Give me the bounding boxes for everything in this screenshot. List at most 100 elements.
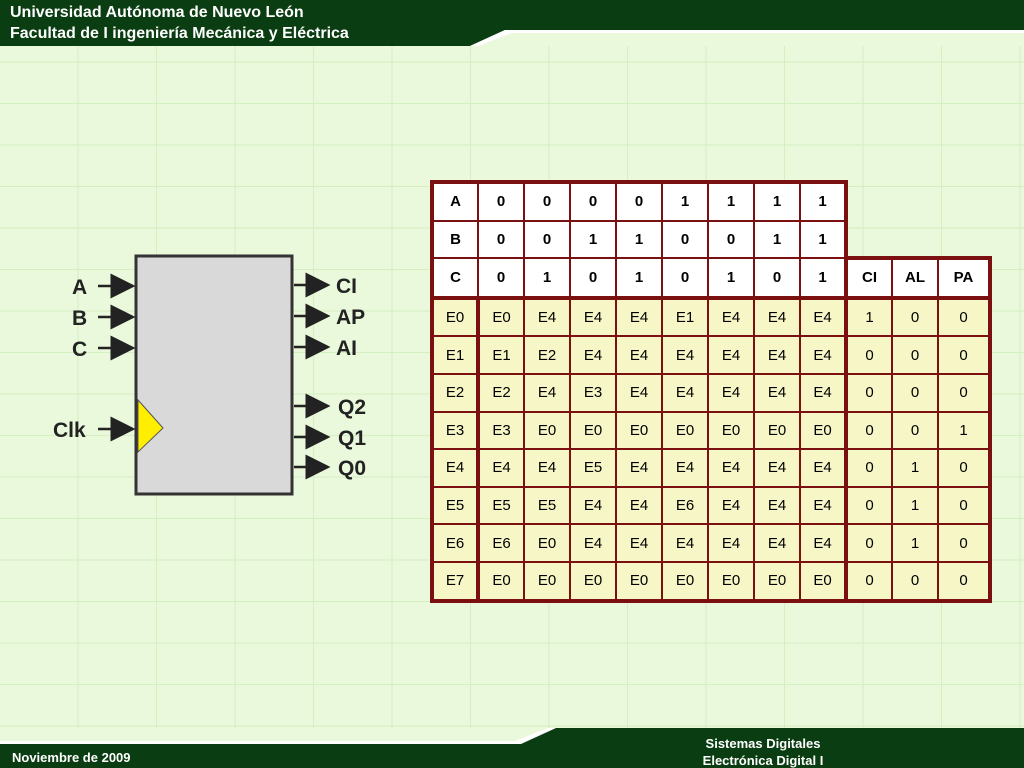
- next-state-cell: E4: [707, 448, 755, 488]
- output-label-ap: AP: [336, 306, 365, 329]
- output-value-cell: 0: [937, 448, 992, 488]
- next-state-cell: E4: [661, 448, 709, 488]
- next-state-cell: E4: [707, 523, 755, 563]
- input-value-cell: 1: [799, 219, 848, 260]
- present-state-cell: E6: [430, 523, 480, 563]
- table-empty-cell: [846, 221, 892, 259]
- output-label-q1: Q1: [338, 427, 366, 450]
- output-value-cell: 1: [891, 485, 939, 526]
- next-state-cell: E4: [615, 523, 663, 563]
- next-state-cell: E4: [753, 448, 801, 488]
- next-state-cell: E4: [753, 295, 801, 338]
- input-label-b: B: [72, 307, 87, 330]
- clock-label: Clk: [53, 419, 86, 442]
- input-label-a: A: [72, 276, 87, 299]
- input-value-cell: 1: [615, 257, 663, 299]
- next-state-cell: E4: [753, 372, 801, 413]
- next-state-cell: E4: [477, 448, 525, 488]
- input-value-cell: 1: [753, 219, 801, 260]
- input-value-cell: 0: [753, 257, 801, 299]
- header-banner: [0, 0, 1024, 46]
- next-state-cell: E4: [615, 372, 663, 413]
- output-value-cell: 1: [937, 410, 992, 451]
- next-state-cell: E0: [569, 560, 617, 603]
- input-row-label: C: [430, 257, 479, 299]
- output-value-cell: 0: [844, 372, 893, 413]
- footer-banner: [0, 728, 1024, 768]
- input-value-cell: 0: [477, 257, 525, 299]
- next-state-cell: E6: [477, 523, 525, 563]
- input-value-cell: 0: [523, 180, 571, 222]
- next-state-cell: E0: [707, 560, 755, 603]
- output-header-cell: CI: [844, 256, 893, 299]
- next-state-cell: E0: [753, 560, 801, 603]
- university-name: Universidad Autónoma de Nuevo León: [10, 4, 304, 21]
- table-empty-cell: [938, 182, 990, 221]
- present-state-cell: E2: [430, 372, 480, 413]
- output-value-cell: 0: [891, 560, 939, 603]
- next-state-cell: E0: [569, 410, 617, 451]
- output-value-cell: 0: [937, 372, 992, 413]
- next-state-cell: E4: [661, 523, 709, 563]
- output-value-cell: 0: [937, 295, 992, 338]
- next-state-cell: E1: [477, 335, 525, 375]
- input-value-cell: 0: [707, 219, 755, 260]
- next-state-cell: E4: [799, 335, 848, 375]
- next-state-cell: E1: [661, 295, 709, 338]
- next-state-cell: E4: [799, 523, 848, 563]
- next-state-cell: E0: [523, 410, 571, 451]
- next-state-cell: E0: [477, 295, 525, 338]
- input-value-cell: 1: [707, 180, 755, 222]
- input-value-cell: 1: [523, 257, 571, 299]
- next-state-cell: E6: [661, 485, 709, 526]
- block-body: [134, 254, 294, 496]
- input-row-label: B: [430, 219, 479, 260]
- output-label-q2: Q2: [338, 396, 366, 419]
- next-state-cell: E4: [753, 485, 801, 526]
- input-value-cell: 0: [615, 180, 663, 222]
- next-state-cell: E0: [477, 560, 525, 603]
- output-value-cell: 0: [844, 448, 893, 488]
- next-state-cell: E4: [707, 335, 755, 375]
- faculty-name: Facultad de I ingeniería Mecánica y Eléc…: [10, 25, 349, 42]
- input-value-cell: 1: [569, 219, 617, 260]
- next-state-cell: E0: [707, 410, 755, 451]
- next-state-cell: E4: [615, 485, 663, 526]
- next-state-cell: E4: [707, 485, 755, 526]
- next-state-cell: E4: [753, 523, 801, 563]
- next-state-cell: E3: [569, 372, 617, 413]
- next-state-cell: E0: [661, 410, 709, 451]
- next-state-cell: E5: [477, 485, 525, 526]
- input-value-cell: 1: [661, 180, 709, 222]
- output-value-cell: 1: [844, 295, 893, 338]
- next-state-cell: E4: [615, 448, 663, 488]
- next-state-cell: E5: [523, 485, 571, 526]
- next-state-cell: E4: [523, 448, 571, 488]
- next-state-cell: E4: [523, 295, 571, 338]
- next-state-cell: E4: [799, 448, 848, 488]
- output-header-cell: PA: [937, 256, 992, 299]
- output-label-q0: Q0: [338, 457, 366, 480]
- present-state-cell: E3: [430, 410, 480, 451]
- table-empty-cell: [938, 221, 990, 259]
- output-value-cell: 0: [891, 295, 939, 338]
- present-state-cell: E0: [430, 295, 480, 338]
- next-state-cell: E2: [477, 372, 525, 413]
- input-value-cell: 1: [799, 257, 848, 299]
- input-value-cell: 0: [523, 219, 571, 260]
- input-value-cell: 0: [569, 257, 617, 299]
- output-value-cell: 0: [891, 335, 939, 375]
- output-value-cell: 1: [891, 448, 939, 488]
- output-header-cell: AL: [891, 256, 939, 299]
- input-value-cell: 0: [477, 180, 525, 222]
- input-value-cell: 1: [615, 219, 663, 260]
